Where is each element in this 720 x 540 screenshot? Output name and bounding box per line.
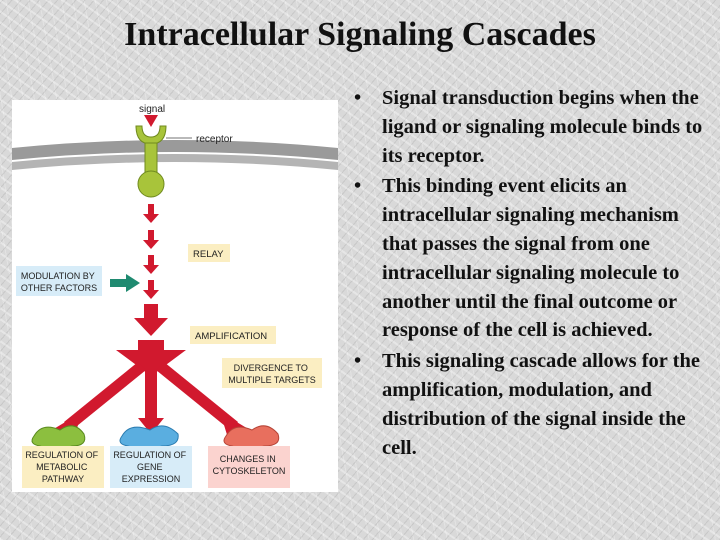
metabolic-target-label: REGULATION OF METABOLIC PATHWAY bbox=[25, 450, 100, 484]
bullet-text: This binding event elicits an intracellu… bbox=[382, 175, 680, 342]
divergence-label-box bbox=[222, 358, 322, 388]
cell-membrane-inner bbox=[12, 154, 338, 170]
bullet-item: • This binding event elicits an intracel… bbox=[352, 172, 718, 345]
metabolic-protein-icon bbox=[31, 425, 86, 450]
bullet-text: Signal transduction begins when the liga… bbox=[382, 87, 703, 167]
bullet-item: • Signal transduction begins when the li… bbox=[352, 84, 718, 170]
modulation-label-line-2: OTHER FACTORS bbox=[21, 283, 97, 293]
ligand-icon bbox=[144, 115, 158, 127]
bullet-list: • Signal transduction begins when the li… bbox=[352, 84, 718, 464]
divergence-arrow bbox=[52, 340, 250, 438]
modulation-arrow bbox=[110, 274, 140, 292]
bullet-marker: • bbox=[354, 175, 362, 198]
cytoskeleton-target-line-2: CYTOSKELETON bbox=[213, 466, 286, 476]
gene-target-label: REGULATION OF GENE EXPRESSION bbox=[113, 450, 188, 484]
relay-label-box bbox=[188, 244, 230, 262]
gene-target-line-2: GENE bbox=[137, 462, 163, 472]
divergence-label: DIVERGENCE TO MULTIPLE TARGETS bbox=[228, 363, 316, 385]
metabolic-target-line-1: REGULATION OF bbox=[25, 450, 98, 460]
bullet-marker: • bbox=[354, 87, 362, 109]
gene-protein-icon bbox=[119, 425, 179, 450]
slide-title: Intracellular Signaling Cascades bbox=[124, 16, 596, 53]
modulation-label: MODULATION BY OTHER FACTORS bbox=[21, 271, 97, 293]
cascade-illustration: signal receptor RELAY MODULATION BY OTHE… bbox=[12, 104, 338, 488]
gene-target-line-1: REGULATION OF bbox=[113, 450, 186, 460]
cytoskeleton-target-box bbox=[208, 446, 290, 488]
gene-target-line-3: EXPRESSION bbox=[122, 474, 181, 484]
signal-label: signal bbox=[139, 104, 165, 115]
divergence-label-line-1: DIVERGENCE TO bbox=[234, 363, 308, 373]
cytoskeleton-protein-icon bbox=[223, 425, 280, 450]
modulation-label-line-1: MODULATION BY bbox=[21, 271, 95, 281]
amplification-label: AMPLIFICATION bbox=[195, 331, 267, 342]
cell-membrane bbox=[12, 140, 338, 160]
receptor-label: receptor bbox=[196, 134, 233, 145]
metabolic-target-box bbox=[22, 446, 104, 488]
cytoskeleton-target-label: CHANGES IN CYTOSKELETON bbox=[213, 454, 286, 476]
metabolic-target-line-2: METABOLIC bbox=[36, 462, 88, 472]
metabolic-target-line-3: PATHWAY bbox=[42, 474, 84, 484]
receptor-icon bbox=[135, 125, 167, 198]
bullet-marker: • bbox=[354, 350, 362, 373]
amplification-label-box bbox=[190, 326, 276, 344]
bullet-text: This signaling cascade allows for the am… bbox=[382, 350, 700, 459]
relay-label: RELAY bbox=[193, 249, 224, 260]
cytoskeleton-target-line-1: CHANGES IN bbox=[220, 454, 276, 464]
modulation-label-box bbox=[16, 266, 102, 296]
gene-target-box bbox=[110, 446, 192, 488]
signaling-cascade-diagram: signal receptor RELAY MODULATION BY OTHE… bbox=[12, 100, 338, 492]
divergence-label-line-2: MULTIPLE TARGETS bbox=[228, 375, 316, 385]
relay-arrows bbox=[143, 204, 159, 299]
amplification-arrow bbox=[134, 304, 168, 336]
bullet-item: • This signaling cascade allows for the … bbox=[352, 347, 718, 462]
